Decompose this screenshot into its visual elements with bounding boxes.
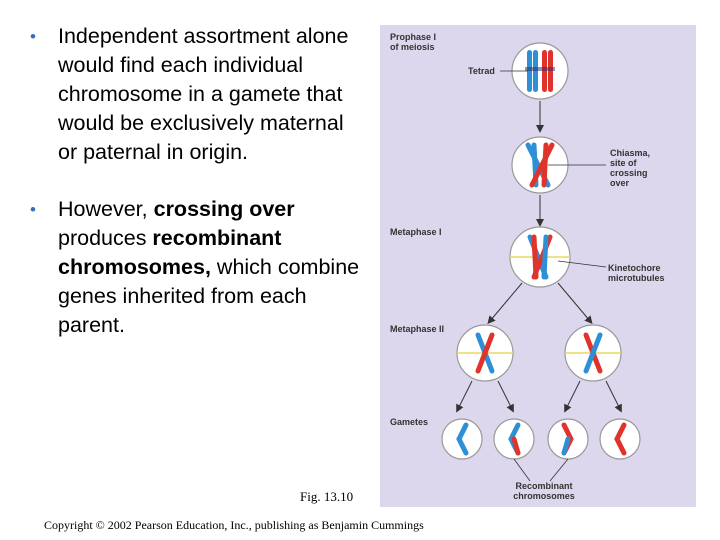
bullet-2-bold-recombinant: recombinant chromosomes,: [58, 226, 282, 279]
gamete-cell-4: [599, 418, 641, 460]
gamete-cell-2: [493, 418, 535, 460]
stage-label-metaphase-1: Metaphase I: [390, 227, 442, 237]
metaphase-2-cell-left: [456, 324, 514, 382]
stage-label-gametes: Gametes: [390, 417, 429, 427]
recombinant-leader-right: [549, 458, 569, 482]
callout-tetrad: Tetrad: [468, 66, 495, 76]
stage-label-metaphase-2: Metaphase II: [390, 324, 445, 334]
bullet-crossing-over: • However, crossing over produces recomb…: [28, 195, 368, 340]
stage-label-prophase: Prophase I of meiosis: [390, 32, 437, 52]
meiosis-figure-panel: Prophase I of meiosis Tetrad Chiasma, si…: [380, 25, 696, 507]
kinetochore-leader: [557, 260, 607, 268]
callout-kinetochore: Kinetochore microtubules: [608, 263, 665, 283]
bullet-dot-icon: •: [30, 27, 36, 46]
bullet-independent-assortment: • Independent assortment alone would fin…: [28, 22, 368, 167]
metaphase-2-cell-right: [564, 324, 622, 382]
bullet-2-text-b: produces: [58, 226, 153, 250]
bullet-2-text-c: which combine genes inherited from each …: [58, 255, 360, 337]
chiasma-cell: [511, 136, 569, 194]
recombinant-leader-left: [513, 458, 531, 482]
text-bullets: • Independent assortment alone would fin…: [28, 22, 368, 368]
meiosis-diagram: [441, 42, 641, 482]
bullet-2-text-a: However,: [58, 197, 154, 221]
figure-number: Fig. 13.10: [300, 489, 354, 504]
callout-chiasma: Chiasma, site of crossing over: [610, 148, 651, 188]
gamete-cell-3: [547, 418, 589, 460]
bullet-1-text: Independent assortment alone would find …: [58, 24, 349, 164]
copyright-notice: Copyright © 2002 Pearson Education, Inc.…: [44, 518, 424, 532]
bullet-dot-icon: •: [30, 200, 36, 219]
gamete-cell-1: [441, 418, 483, 460]
callout-recombinant: Recombinant chromosomes: [513, 481, 575, 501]
bullet-2-bold-crossing-over: crossing over: [153, 197, 295, 221]
metaphase-1-cell: [509, 226, 571, 288]
tetrad-cell: [511, 42, 569, 100]
